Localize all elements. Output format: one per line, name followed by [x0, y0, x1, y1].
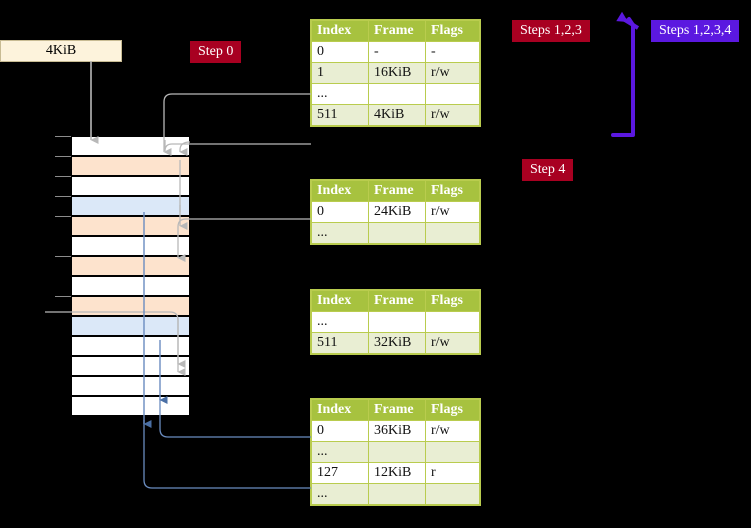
table-cell: r/w — [425, 332, 480, 354]
memory-row — [71, 276, 190, 296]
table-row: ... — [311, 441, 480, 463]
source-frame-label: 4KiB — [45, 43, 77, 58]
table-cell: 0 — [311, 201, 369, 223]
table-cell: r/w — [425, 62, 480, 84]
table-cell: ... — [311, 311, 369, 333]
table-row: ... — [311, 222, 480, 244]
badge-steps-1234: Steps 1,2,3,4 — [651, 20, 740, 42]
memory-row — [71, 156, 190, 176]
table-row: ... — [311, 311, 480, 333]
memory-row — [71, 176, 190, 196]
table-header-frame: Frame — [368, 180, 426, 202]
table-cell: 0 — [311, 41, 369, 63]
table-cell: 511 — [311, 332, 369, 354]
table-cell: 0 — [311, 420, 369, 442]
table-header-index: Index — [311, 290, 369, 312]
table-cell: 511 — [311, 104, 369, 126]
memory-row — [71, 236, 190, 256]
table-cell — [425, 441, 480, 463]
badge-step-0: Step 0 — [190, 41, 242, 63]
memory-row — [71, 136, 190, 156]
table-cell: r/w — [425, 104, 480, 126]
table-row: ... — [311, 483, 480, 505]
badge-step-4-label: Step 4 — [530, 162, 566, 177]
table-header-index: Index — [311, 180, 369, 202]
memory-row — [71, 256, 190, 276]
table-cell: ... — [311, 441, 369, 463]
table-cell: 36KiB — [368, 420, 426, 442]
memory-row — [71, 336, 190, 356]
table-cell — [368, 83, 426, 105]
table-cell: - — [425, 41, 480, 63]
table-header-frame: Frame — [368, 20, 426, 42]
memory-row — [71, 316, 190, 336]
table-cell: - — [368, 41, 426, 63]
table-header-index: Index — [311, 399, 369, 421]
table-cell: r/w — [425, 420, 480, 442]
physical-memory-column — [71, 136, 190, 416]
memory-row — [71, 396, 190, 416]
table-header-flags: Flags — [425, 20, 480, 42]
table-cell: 127 — [311, 462, 369, 484]
badge-steps-1234-label: Steps 1,2,3,4 — [659, 23, 732, 38]
table-cell: 4KiB — [368, 104, 426, 126]
table-cell — [368, 222, 426, 244]
table-row: ... — [311, 83, 480, 105]
memory-row-tick — [55, 296, 71, 297]
badge-steps-123: Steps 1,2,3 — [512, 20, 590, 42]
badge-step-4: Step 4 — [522, 159, 574, 181]
table-header-frame: Frame — [368, 290, 426, 312]
table-header-index: Index — [311, 20, 369, 42]
table-cell: ... — [311, 83, 369, 105]
table-cell — [425, 222, 480, 244]
table-header-flags: Flags — [425, 290, 480, 312]
table-cell: 24KiB — [368, 201, 426, 223]
table-row: 0-- — [311, 41, 480, 63]
memory-row — [71, 196, 190, 216]
badge-step-0-label: Step 0 — [198, 44, 234, 59]
table-cell — [425, 311, 480, 333]
table-cell: r/w — [425, 201, 480, 223]
table-cell: ... — [311, 222, 369, 244]
memory-row-tick — [55, 156, 71, 157]
memory-row — [71, 216, 190, 236]
table-cell: 16KiB — [368, 62, 426, 84]
table-header-flags: Flags — [425, 180, 480, 202]
table-cell — [368, 441, 426, 463]
memory-row — [71, 296, 190, 316]
table-header-frame: Frame — [368, 399, 426, 421]
table-header-flags: Flags — [425, 399, 480, 421]
table-cell — [425, 483, 480, 505]
memory-row-tick — [55, 176, 71, 177]
table-cell: 1 — [311, 62, 369, 84]
table-cell — [368, 311, 426, 333]
memory-row — [71, 356, 190, 376]
memory-row-tick — [55, 136, 71, 137]
source-frame-box: 4KiB — [0, 40, 122, 62]
table-cell — [425, 83, 480, 105]
table-cell — [368, 483, 426, 505]
memory-row-tick — [55, 256, 71, 257]
table-cell: ... — [311, 483, 369, 505]
table-cell: 12KiB — [368, 462, 426, 484]
memory-row-tick — [55, 196, 71, 197]
bracket-steps-1234 — [611, 11, 640, 137]
table-cell: 32KiB — [368, 332, 426, 354]
memory-row-tick — [55, 216, 71, 217]
memory-row — [71, 376, 190, 396]
badge-steps-123-label: Steps 1,2,3 — [520, 23, 582, 38]
table-cell: r — [425, 462, 480, 484]
wire-pdpt-to-memcol — [177, 218, 311, 262]
